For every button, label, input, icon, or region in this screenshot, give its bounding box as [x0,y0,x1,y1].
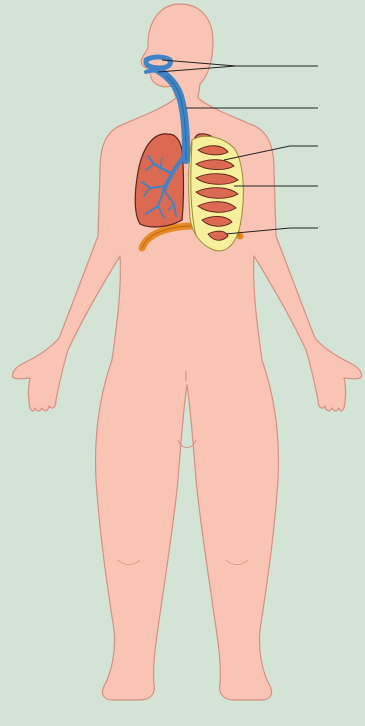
trachea-label-mark: . [319,102,320,108]
diaphragm-label-mark: . [319,223,320,229]
ribcage [189,136,244,251]
